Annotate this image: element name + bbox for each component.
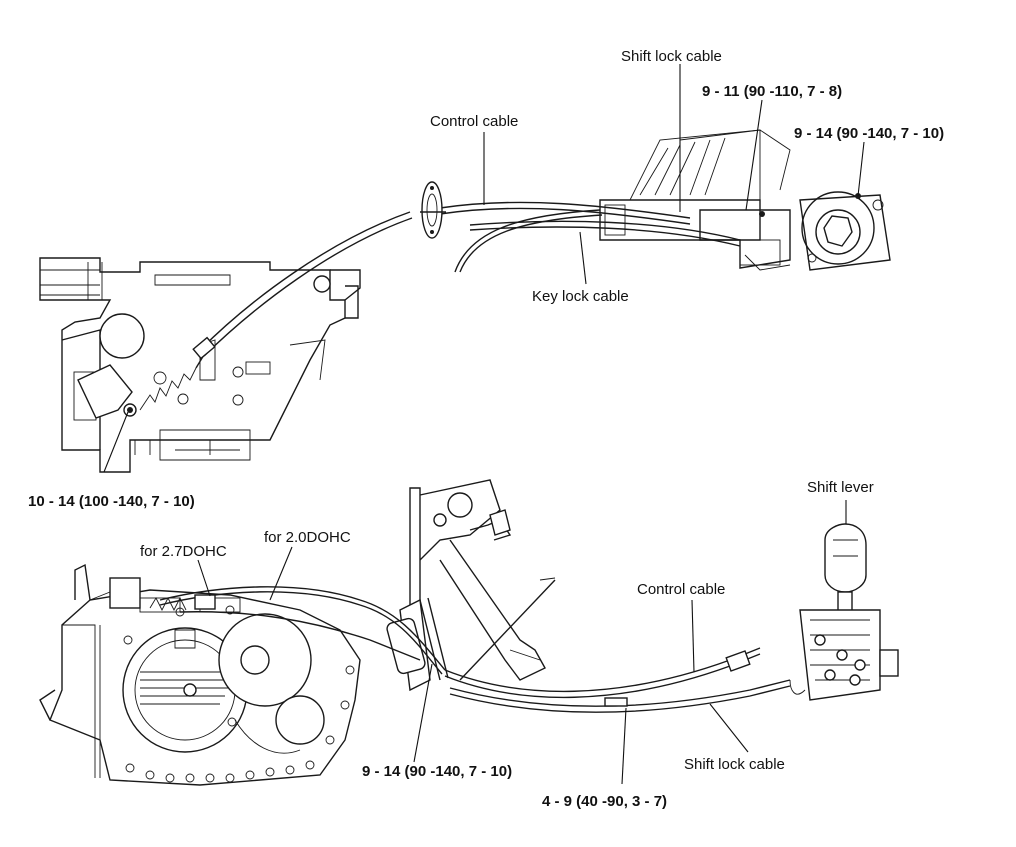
top-control-cable [77, 201, 691, 419]
label-for-2-0dohc: for 2.0DOHC [264, 529, 351, 546]
bottom-shift-lever [789, 523, 899, 701]
label-for-2-7dohc: for 2.7DOHC [140, 543, 227, 560]
label-control-cable-bottom: Control cable [637, 581, 726, 598]
top-grommet [420, 181, 446, 239]
bottom-transaxle-case [39, 563, 361, 786]
label-shift-lock-cable-top: Shift lock cable [621, 48, 722, 65]
label-torque-9-14-top: 9 - 14 (90 -140, 7 - 10) [794, 125, 945, 142]
top-steering-column-unit [599, 129, 891, 271]
bottom-control-cables [149, 586, 791, 713]
label-shift-lock-cable-bottom: Shift lock cable [684, 756, 785, 773]
label-shift-lever: Shift lever [807, 479, 874, 496]
label-key-lock-cable: Key lock cable [532, 288, 629, 305]
bottom-pedal-assembly [386, 479, 556, 692]
top-leader-lines [103, 64, 865, 473]
label-torque-4-9: 4 - 9 (40 -90, 3 - 7) [542, 793, 668, 810]
top-transaxle-housing [39, 257, 361, 473]
label-control-cable-top: Control cable [430, 113, 519, 130]
label-torque-9-14-bottom: 9 - 14 (90 -140, 7 - 10) [362, 763, 513, 780]
bottom-leader-lines [197, 500, 847, 785]
label-torque-10-14: 10 - 14 (100 -140, 7 - 10) [28, 493, 195, 510]
label-torque-9-11: 9 - 11 (90 -110, 7 - 8) [702, 83, 843, 100]
top-lock-cables [454, 209, 741, 273]
